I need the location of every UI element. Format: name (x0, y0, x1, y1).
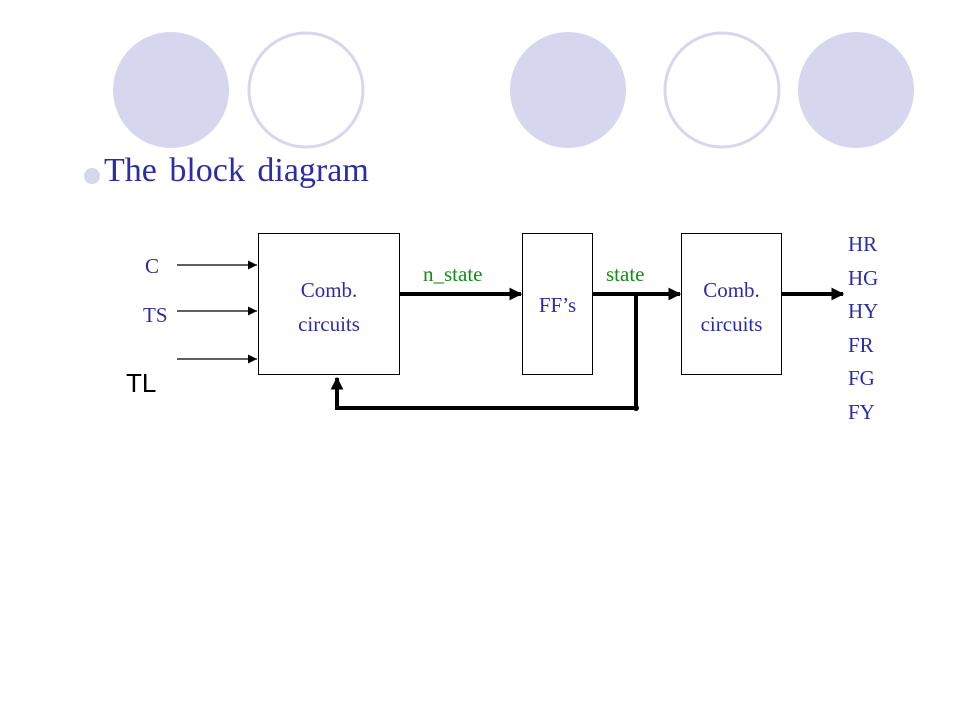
deco-circle-filled (510, 32, 626, 148)
deco-circle-outline (663, 31, 781, 149)
comb-right-line1: Comb. (703, 278, 760, 302)
output-fr: FR (848, 332, 874, 357)
output-hy: HY (848, 299, 879, 323)
deco-circle-outline (247, 31, 365, 149)
output-signals-list: HR HG HY FR FG FY (848, 228, 878, 429)
output-fy: FY (848, 399, 875, 424)
signal-label-n-state: n_state (423, 262, 483, 286)
comb-left-line2: circuits (298, 312, 360, 336)
deco-circle-filled (798, 32, 914, 148)
comb-right-line2: circuits (700, 312, 763, 336)
output-hr: HR (848, 232, 878, 256)
comb-circuits-right-box: Comb. circuits (681, 233, 782, 375)
input-label-ts: TS (143, 303, 168, 327)
ffs-label: FF’s (538, 293, 577, 317)
input-label-tl: TL (126, 368, 157, 398)
comb-circuits-left-box: Comb. circuits (258, 233, 400, 375)
feedback-junction (633, 405, 639, 411)
output-hg: HG (848, 265, 879, 290)
slide-title: The block diagram (104, 152, 369, 189)
signal-label-state: state (606, 262, 645, 286)
bullet-icon (84, 168, 100, 184)
flip-flops-box: FF’s (522, 233, 593, 375)
feedback-path (330, 296, 638, 410)
output-fg: FG (848, 366, 875, 390)
deco-circle-filled (113, 32, 229, 148)
comb-left-line1: Comb. (300, 278, 358, 302)
input-label-c: C (145, 254, 160, 278)
